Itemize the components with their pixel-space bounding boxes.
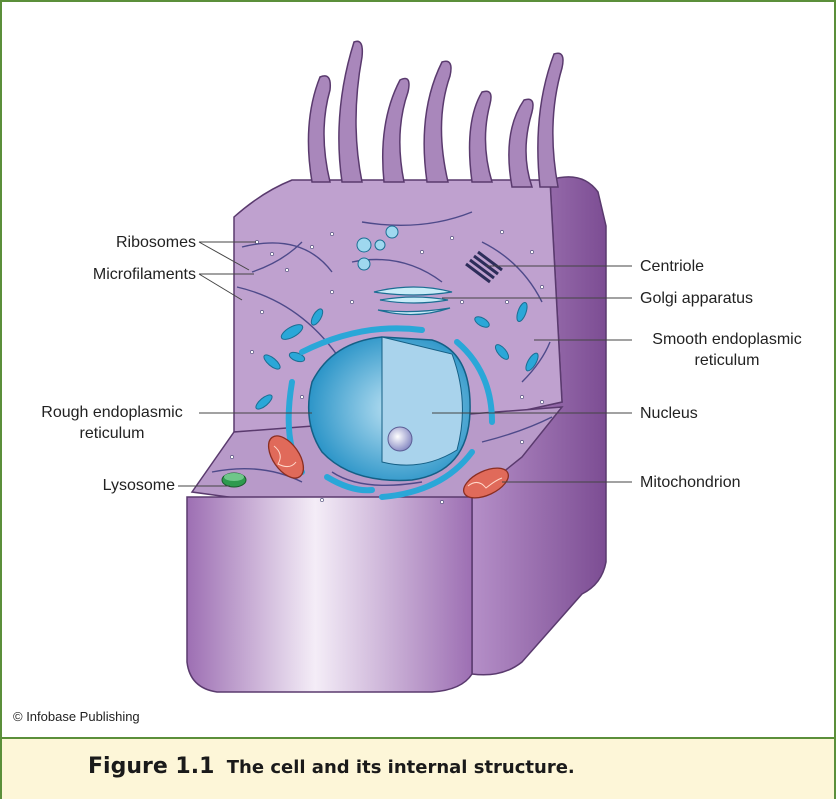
label-mitochondrion: Mitochondrion — [640, 472, 741, 493]
figure-caption-text: The cell and its internal structure. — [227, 757, 575, 778]
figure-number: Figure 1.1 — [88, 754, 214, 779]
figure-illustration-area: Ribosomes Microfilaments Rough endoplasm… — [2, 2, 834, 737]
caption-bar: Figure 1.1 The cell and its internal str… — [2, 737, 834, 799]
label-microfilaments: Microfilaments — [42, 264, 196, 285]
cell-front-face — [187, 497, 472, 692]
label-ribosomes: Ribosomes — [62, 232, 196, 253]
label-golgi-apparatus: Golgi apparatus — [640, 288, 753, 309]
nucleus — [309, 337, 470, 480]
label-lysosome: Lysosome — [62, 475, 175, 496]
credit-line: © Infobase Publishing — [13, 709, 140, 724]
label-rough-er: Rough endoplasmic reticulum — [27, 402, 197, 444]
label-smooth-er-line1: Smooth endoplasmic — [632, 329, 822, 350]
label-centriole: Centriole — [640, 256, 704, 277]
label-rough-er-line2: reticulum — [27, 423, 197, 444]
figure-caption: Figure 1.1 The cell and its internal str… — [88, 754, 575, 779]
label-rough-er-line1: Rough endoplasmic — [27, 402, 197, 423]
microvilli — [308, 41, 563, 187]
label-smooth-er-line2: reticulum — [632, 350, 822, 371]
label-smooth-er: Smooth endoplasmic reticulum — [632, 329, 822, 371]
label-nucleus: Nucleus — [640, 403, 698, 424]
lysosome — [222, 473, 246, 487]
